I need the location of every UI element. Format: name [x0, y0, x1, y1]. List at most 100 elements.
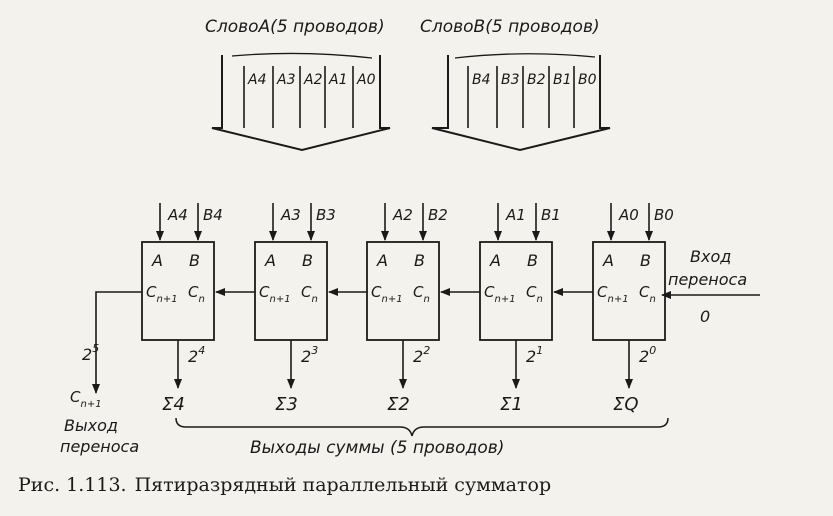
carry-output-label-line1: Выход	[64, 416, 118, 435]
svg-text:Cn: Cn	[526, 283, 543, 305]
carry-out-port-label: C	[146, 283, 157, 301]
input-b-label: B2	[428, 206, 448, 224]
carry-output: 25 Cn+1 Выход переноса	[60, 291, 142, 456]
carry-output-symbol-sub: n+1	[80, 399, 101, 410]
word-b-wire-label: B4	[472, 72, 491, 88]
input-a-label: A3	[280, 206, 301, 224]
bit-weight-exp: 1	[536, 344, 543, 357]
carry-out-port-sub: n+1	[494, 294, 515, 305]
carry-in-port-sub: n	[311, 294, 317, 305]
svg-text:Cn: Cn	[639, 283, 656, 305]
bit-weight: 2	[413, 347, 423, 366]
input-b-label: B1	[541, 206, 561, 224]
svg-text:20: 20	[639, 344, 656, 366]
port-b-label: B	[527, 251, 538, 270]
input-a-label: A1	[505, 206, 526, 224]
port-a-label: A	[151, 251, 163, 270]
carry-in-port-label: C	[301, 283, 312, 301]
carry-out-port-sub: n+1	[156, 294, 177, 305]
bit-weight-exp: 2	[423, 344, 430, 357]
carry-input-value: 0	[700, 307, 710, 326]
input-b-label: B3	[316, 206, 336, 224]
sum-outputs-label: Выходы суммы (5 проводов)	[250, 438, 504, 458]
carry-out-port-sub: n+1	[269, 294, 290, 305]
svg-text:25: 25	[82, 342, 99, 364]
sum-outputs-brace	[175, 417, 669, 437]
word-a-bus	[211, 52, 391, 152]
sum-output-label: Σ1	[500, 394, 523, 415]
carry-in-port-sub: n	[423, 294, 429, 305]
input-b-label: B0	[654, 206, 674, 224]
svg-text:24: 24	[188, 344, 205, 366]
word-b-wire-label: B3	[501, 72, 520, 88]
carry-output-label-line2: переноса	[60, 437, 139, 456]
word-a-wires	[243, 66, 354, 128]
word-a-wire-label: A1	[328, 72, 347, 88]
carry-out-port-label: C	[259, 283, 270, 301]
carry-out-port-sub: n+1	[607, 294, 628, 305]
port-a-label: A	[376, 251, 388, 270]
port-a-label: A	[264, 251, 276, 270]
carry-in-port-sub: n	[198, 294, 204, 305]
carry-input-label-line1: Вход	[690, 247, 731, 266]
svg-text:Cn+1: Cn+1	[259, 283, 291, 305]
svg-text:21: 21	[526, 344, 543, 366]
svg-text:22: 22	[413, 344, 430, 366]
carry-in-port-label: C	[639, 283, 650, 301]
svg-text:Cn: Cn	[301, 283, 318, 305]
input-a-label: A2	[392, 206, 413, 224]
carry-in-port-sub: n	[649, 294, 655, 305]
port-b-label: B	[414, 251, 425, 270]
carry-output-weight: 2	[82, 345, 92, 364]
port-a-label: A	[489, 251, 501, 270]
sum-output-label: Σ4	[162, 394, 185, 415]
word-a-wire-label: A4	[247, 72, 266, 88]
bit-weight: 2	[301, 347, 311, 366]
svg-text:Cn: Cn	[188, 283, 205, 305]
svg-text:Cn+1: Cn+1	[597, 283, 629, 305]
svg-text:Cn: Cn	[413, 283, 430, 305]
bit-weight: 2	[188, 347, 198, 366]
carry-in-port-label: C	[188, 283, 199, 301]
carry-in-port-label: C	[413, 283, 424, 301]
svg-text:Cn+1: Cn+1	[371, 283, 403, 305]
bit-weight: 2	[639, 347, 649, 366]
port-a-label: A	[602, 251, 614, 270]
sum-output-label: Σ2	[387, 394, 410, 415]
bit-weight: 2	[526, 347, 536, 366]
input-a-label: A4	[167, 206, 188, 224]
input-b-label: B4	[203, 206, 223, 224]
bit-weight-exp: 4	[198, 344, 205, 357]
svg-text:Cn+1: Cn+1	[484, 283, 516, 305]
figure-number: Рис. 1.113.	[18, 474, 127, 496]
word-b-wire-label: B2	[527, 72, 546, 88]
carry-out-port-label: C	[484, 283, 495, 301]
carry-input-label-line2: переноса	[668, 270, 747, 289]
carry-in-port-label: C	[526, 283, 537, 301]
bit-weight-exp: 3	[311, 344, 318, 357]
word-b-wires	[467, 66, 575, 128]
word-b-wire-label: B1	[553, 72, 572, 88]
svg-text:Cn+1: Cn+1	[146, 283, 178, 305]
port-b-label: B	[189, 251, 200, 270]
carry-output-weight-exp: 5	[92, 342, 99, 355]
carry-out-port-label: C	[371, 283, 382, 301]
carry-output-symbol: C	[70, 388, 81, 406]
svg-text:23: 23	[301, 344, 318, 366]
word-b-wire-label: B0	[578, 72, 597, 88]
figure-caption: Рис. 1.113. Пятиразрядный параллельный су…	[18, 474, 559, 496]
bit-weight-exp: 0	[649, 344, 656, 357]
word-a-wire-label: A2	[303, 72, 323, 88]
port-b-label: B	[640, 251, 651, 270]
port-b-label: B	[302, 251, 313, 270]
carry-in-port-sub: n	[536, 294, 542, 305]
word-a-wire-label: A3	[276, 72, 295, 88]
word-b-bus	[431, 53, 611, 152]
figure-title: Пятиразрядный параллельный сумматор	[134, 474, 552, 496]
word-b-title: СловоВ(5 проводов)	[420, 17, 600, 37]
input-a-label: A0	[618, 206, 639, 224]
